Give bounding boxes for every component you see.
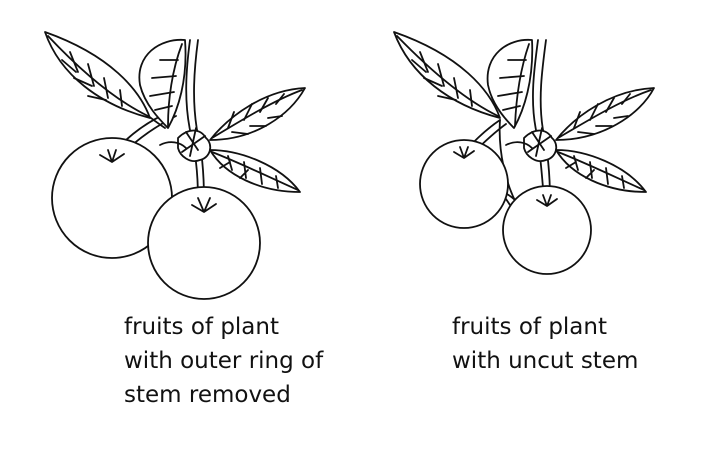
right-leaf-right-upper	[555, 87, 655, 141]
left-fruit-lower	[147, 186, 261, 300]
left-leaf-upper-left	[44, 31, 151, 119]
caption-right-line1: fruits of plant	[452, 314, 607, 340]
right-plant	[393, 31, 655, 275]
caption-left-line1: fruits of plant	[124, 314, 279, 340]
left-plant	[44, 31, 306, 300]
right-fruit-lower	[502, 185, 592, 275]
left-leaf-right-upper	[209, 87, 306, 141]
caption-left-line2: with outer ring of	[124, 348, 324, 374]
right-leaf-upper-middle	[486, 39, 534, 129]
caption-right: fruits of plant with uncut stem	[452, 310, 638, 378]
right-leaf-upper-left	[393, 31, 501, 119]
caption-left: fruits of plant with outer ring of stem …	[124, 310, 323, 412]
right-fruit-left	[419, 139, 509, 229]
caption-right-line2: with uncut stem	[452, 348, 639, 374]
caption-left-line3: stem removed	[124, 382, 291, 408]
fruit-branch-illustration	[44, 31, 655, 300]
left-leaf-upper-middle	[138, 39, 187, 129]
